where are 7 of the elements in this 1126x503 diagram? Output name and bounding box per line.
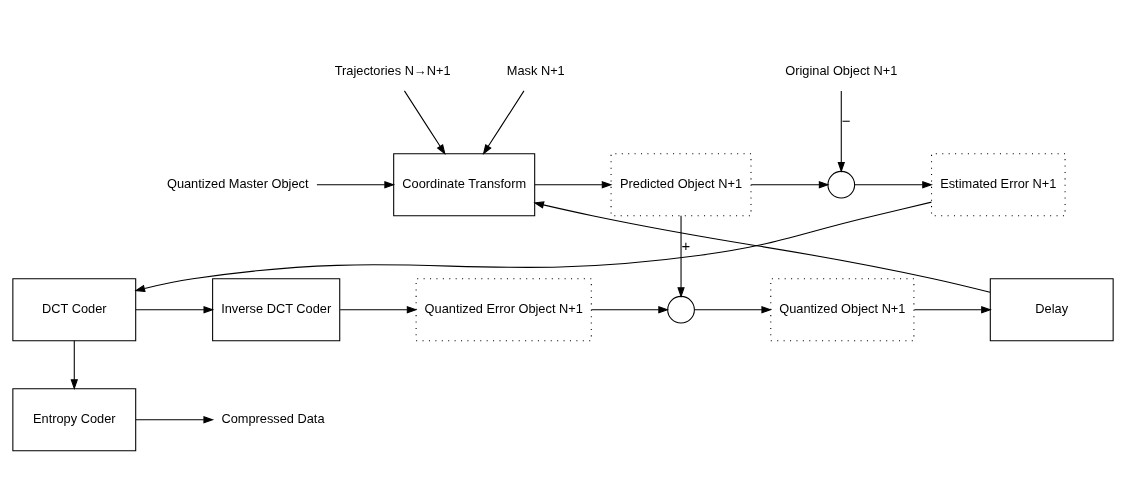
node-text: Quantized Master Object xyxy=(166,176,309,192)
node-text: Trajectories N→N+1 xyxy=(334,62,451,78)
node-text: Original Object N+1 xyxy=(785,62,898,78)
edge-label: + xyxy=(681,237,691,255)
edge-label: − xyxy=(841,112,851,130)
node-text: Compressed Data xyxy=(221,411,325,427)
node-text: Mask N+1 xyxy=(506,62,565,78)
